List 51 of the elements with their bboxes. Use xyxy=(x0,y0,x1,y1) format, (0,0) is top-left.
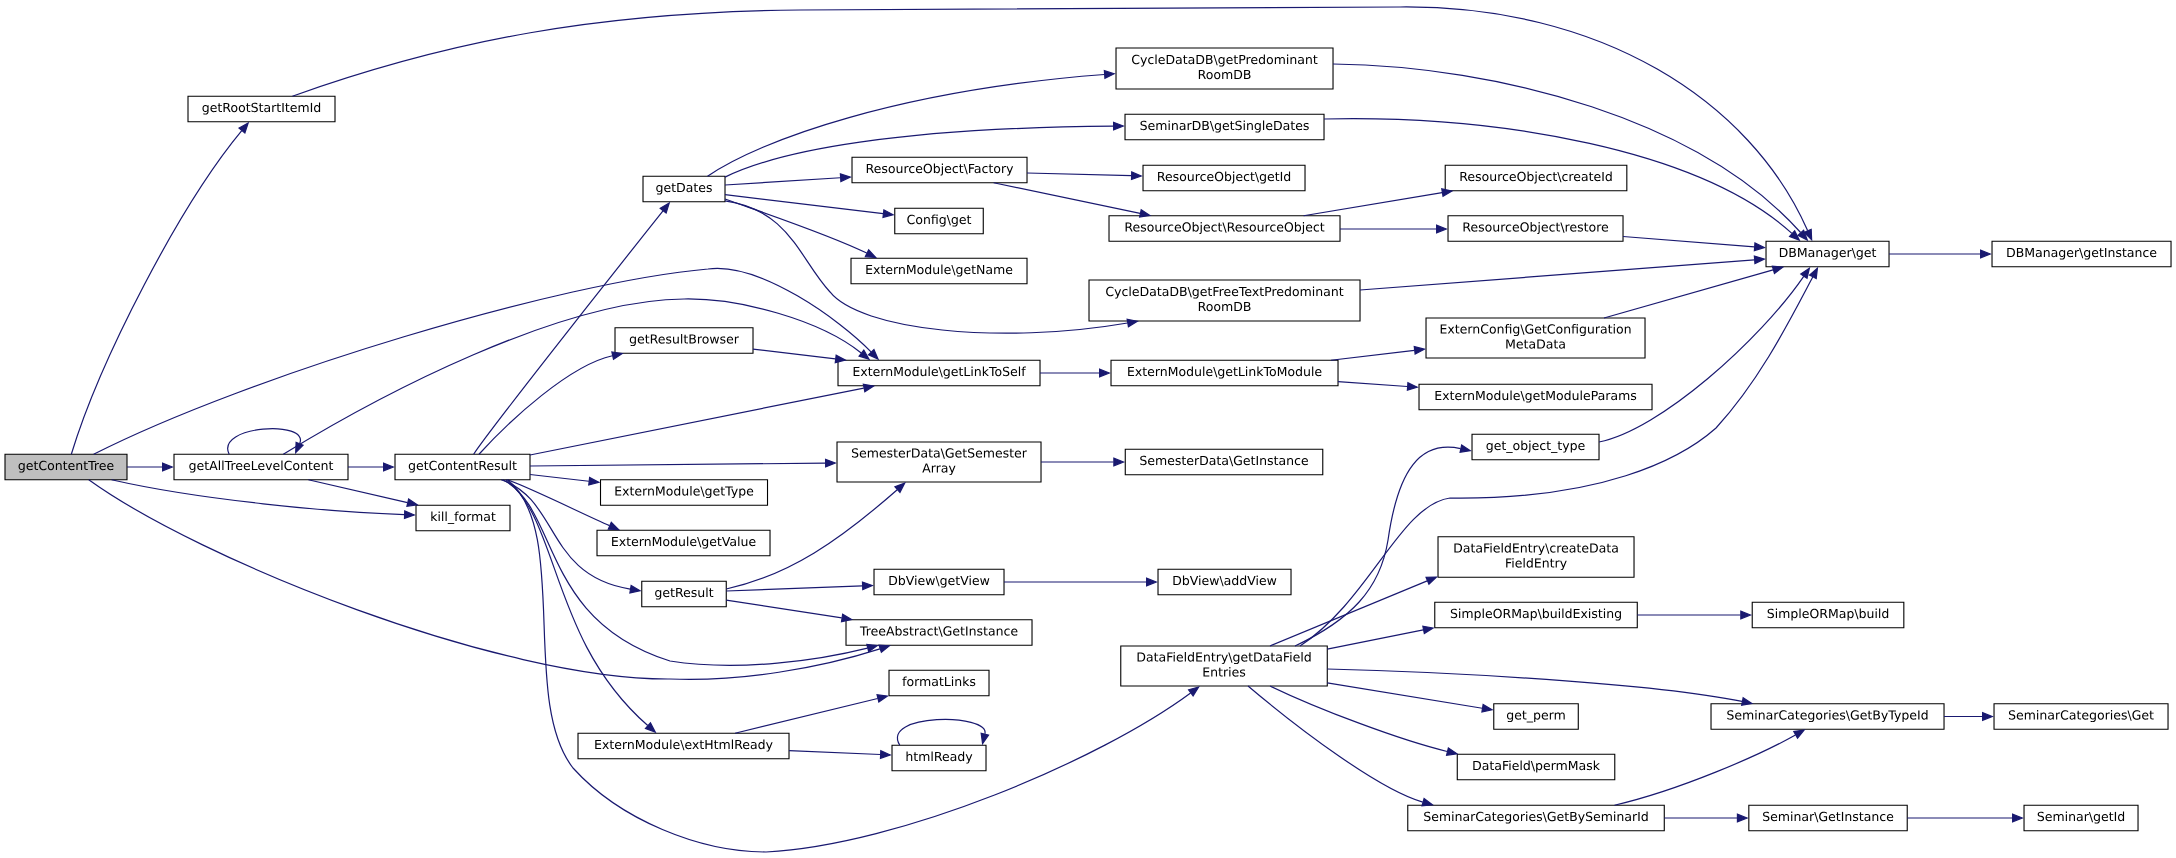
function-box: ResourceObject\getId xyxy=(1142,164,1306,192)
function-box: ExternModule\getModuleParams xyxy=(1418,383,1653,411)
function-box: SeminarCategories\GetBySeminarId xyxy=(1407,804,1665,832)
function-box: ResourceObject\restore xyxy=(1447,215,1624,242)
function-box: getContentResult xyxy=(394,453,531,481)
function-box: DbView\getView xyxy=(873,568,1005,596)
function-box: getResultBrowser xyxy=(614,327,754,354)
function-box: SimpleORMap\buildExisting xyxy=(1434,601,1638,629)
call-arrow xyxy=(507,479,1200,853)
call-arrow xyxy=(725,482,906,590)
function-box: get_perm xyxy=(1493,703,1579,730)
function-box: getResult xyxy=(641,580,727,608)
function-box: Config\get xyxy=(894,207,984,235)
function-box: ExternModule\getName xyxy=(850,257,1028,285)
function-box: SeminarCategories\Get xyxy=(1993,703,2169,730)
function-box: DBManager\getInstance xyxy=(1991,240,2172,268)
function-box: Seminar\getId xyxy=(2023,804,2139,832)
function-box: ExternModule\getValue xyxy=(596,529,771,557)
function-box: SemesterData\GetSemester Array xyxy=(836,441,1042,483)
call-arrow xyxy=(227,428,305,455)
function-box: DataField\permMask xyxy=(1456,753,1616,781)
function-box: SeminarCategories\GetByTypeId xyxy=(1710,703,1945,730)
function-box: formatLinks xyxy=(888,669,990,697)
function-box: ResourceObject\Factory xyxy=(851,156,1028,184)
function-box: htmlReady xyxy=(891,744,987,772)
function-box: ExternModule\getType xyxy=(599,479,769,506)
function-box: TreeAbstract\GetInstance xyxy=(845,619,1033,646)
function-box: getContentTree xyxy=(4,453,128,481)
function-box: SimpleORMap\build xyxy=(1751,601,1905,629)
function-box: DbView\addView xyxy=(1157,568,1292,596)
function-box: get_object_type xyxy=(1471,433,1600,461)
function-box: ExternModule\extHtmlReady xyxy=(577,732,790,760)
function-box: CycleDataDB\getFreeTextPredominant RoomDB xyxy=(1088,279,1361,322)
function-box: ResourceObject\createId xyxy=(1444,164,1628,192)
function-box: ResourceObject\ResourceObject xyxy=(1108,215,1341,242)
function-box: ExternModule\getLinkToSelf xyxy=(837,359,1041,387)
function-box: getAllTreeLevelContent xyxy=(173,453,349,481)
function-box: DataFieldEntry\createData FieldEntry xyxy=(1437,536,1635,578)
function-box: ExternModule\getLinkToModule xyxy=(1110,359,1339,387)
function-box: getRootStartItemId xyxy=(187,95,336,123)
function-box: SeminarDB\getSingleDates xyxy=(1124,113,1325,141)
call-arrow xyxy=(1269,576,1438,647)
function-box: DBManager\get xyxy=(1765,240,1890,268)
function-box: DataFieldEntry\getDataField Entries xyxy=(1120,645,1328,687)
function-box: getDates xyxy=(642,175,726,203)
function-box: SemesterData\GetInstance xyxy=(1124,448,1324,476)
function-box: kill_format xyxy=(415,504,511,532)
call-arrow xyxy=(896,718,990,746)
function-box: CycleDataDB\getPredominant RoomDB xyxy=(1115,47,1334,90)
function-box: Seminar\GetInstance xyxy=(1748,804,1908,832)
function-box: ExternConfig\GetConfiguration MetaData xyxy=(1425,317,1646,359)
